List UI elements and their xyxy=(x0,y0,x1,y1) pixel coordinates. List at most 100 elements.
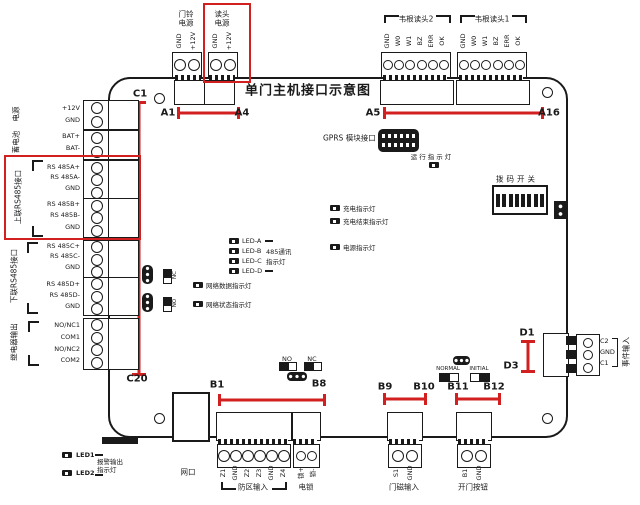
pin-label: GND xyxy=(65,302,80,310)
pin-label: RS 485B- xyxy=(50,211,80,219)
highlight-box-rs485-up xyxy=(4,155,141,240)
dip-switch-label: 拨码开关 xyxy=(496,174,538,184)
event-input-label: 事件输入 xyxy=(621,337,631,367)
measure-b1-b8 xyxy=(218,394,326,406)
pin-label: ERR xyxy=(503,34,511,48)
dip-switch xyxy=(492,185,548,215)
pin-label: GND xyxy=(65,223,80,231)
terminal-base xyxy=(108,277,139,316)
pin-label: RS 485C- xyxy=(50,252,80,260)
terminal-base xyxy=(216,412,292,441)
led-c-icon xyxy=(229,258,239,264)
open-button-label: 开门按钮 xyxy=(458,482,488,492)
pin-label: GND xyxy=(65,184,80,192)
measure-b9-b10 xyxy=(383,393,427,405)
terminal-base xyxy=(387,412,423,441)
pin-label: 锁- xyxy=(309,468,317,478)
pin-label: GND xyxy=(459,33,467,49)
pin-label: GND xyxy=(65,116,80,124)
bracket xyxy=(27,242,38,253)
mounting-hole xyxy=(542,413,553,424)
terminal-base xyxy=(108,318,139,370)
pin-label: GND xyxy=(406,465,414,481)
led-group-note-1: 485通讯 xyxy=(266,248,292,256)
terminal-base xyxy=(456,80,530,105)
pin-label: GND xyxy=(65,263,80,271)
pin-label: GND xyxy=(383,33,391,49)
pin-label: RS 485B+ xyxy=(46,200,80,208)
marker-b9: B9 xyxy=(377,381,393,393)
pin-label: GND xyxy=(175,33,183,49)
pin-label: BAT+ xyxy=(62,132,80,140)
screw-terminal xyxy=(83,198,111,238)
marker-d1: D1 xyxy=(519,327,535,339)
pin-label: Z2 xyxy=(243,468,251,478)
pin-strip xyxy=(383,75,447,80)
bracket xyxy=(32,226,43,237)
bracket xyxy=(28,321,39,332)
screw-terminal xyxy=(388,444,422,468)
pin-label: W1 xyxy=(481,35,489,47)
reader-power-label: 读头电源 xyxy=(214,9,230,27)
pin-label: COM1 xyxy=(60,333,80,341)
measure-d1-d3 xyxy=(521,340,535,373)
jumper-no xyxy=(279,362,297,371)
pin-label: NO/NC1 xyxy=(54,321,80,329)
pin-strip xyxy=(389,439,419,444)
screw-terminal xyxy=(457,444,491,468)
screw-terminal xyxy=(83,277,111,316)
terminal-base xyxy=(204,80,235,105)
wiegand1-label: 韦根读头1 xyxy=(474,14,510,24)
normal-label: NORMAL xyxy=(436,366,460,372)
bracket xyxy=(27,303,38,314)
charge-led-label: 充电指示灯 xyxy=(343,205,376,213)
connector-tab xyxy=(566,336,576,345)
pin-label: RS 485A+ xyxy=(46,163,80,171)
pin-label: S1 xyxy=(392,468,400,478)
pin-label: COM2 xyxy=(60,356,80,364)
run-led-label: 运行指示灯 xyxy=(410,153,454,161)
zone-input-label: 防区输入 xyxy=(238,482,268,492)
pin-strip xyxy=(458,439,488,444)
jumper-nc-label: NC xyxy=(172,271,178,279)
pin-label: BAT- xyxy=(65,144,80,152)
pin-label: OK xyxy=(438,36,446,46)
marker-a16: A16 xyxy=(538,107,560,119)
led-c-label: LED-C xyxy=(242,257,262,265)
marker-b11: B11 xyxy=(447,381,469,393)
terminal-base xyxy=(292,412,321,441)
screw-terminal xyxy=(293,444,320,468)
bracket xyxy=(32,160,43,171)
jumper-initial xyxy=(470,373,490,382)
pin-label: Z3 xyxy=(255,468,263,478)
pin-label: +12V xyxy=(61,104,80,112)
highlight-box-reader-power xyxy=(203,3,251,83)
pin-label: BZ xyxy=(416,36,424,46)
brace-tick xyxy=(265,270,273,272)
bracket xyxy=(272,482,287,490)
measure-b11-b12 xyxy=(455,393,501,405)
net-status-led-label: 网络状态指示灯 xyxy=(206,301,252,309)
charge-done-led-label: 充电结束指示灯 xyxy=(343,218,389,226)
pin-label: RS 485C+ xyxy=(46,242,80,250)
pin-label: GND xyxy=(475,465,483,481)
measure-a5-a16 xyxy=(383,107,544,119)
lan-port xyxy=(172,392,210,442)
marker-b8: B8 xyxy=(311,378,327,390)
legend-led1-icon xyxy=(62,452,72,458)
edge-component xyxy=(554,201,567,219)
power-led-icon xyxy=(330,244,340,250)
pin-strip xyxy=(293,439,317,444)
terminal-base xyxy=(456,412,492,441)
net-data-led-icon xyxy=(193,282,203,288)
pin-label: ERR xyxy=(427,34,435,48)
bracket xyxy=(28,355,39,366)
pin-label: W0 xyxy=(394,35,402,47)
mounting-hole xyxy=(154,93,165,104)
screw-terminal xyxy=(457,52,527,78)
board-outline xyxy=(108,77,568,438)
measure-a1-a4 xyxy=(177,107,240,119)
led-a-label: LED-A xyxy=(242,237,262,245)
screw-terminal xyxy=(217,444,291,468)
led-d-label: LED-D xyxy=(242,267,263,275)
